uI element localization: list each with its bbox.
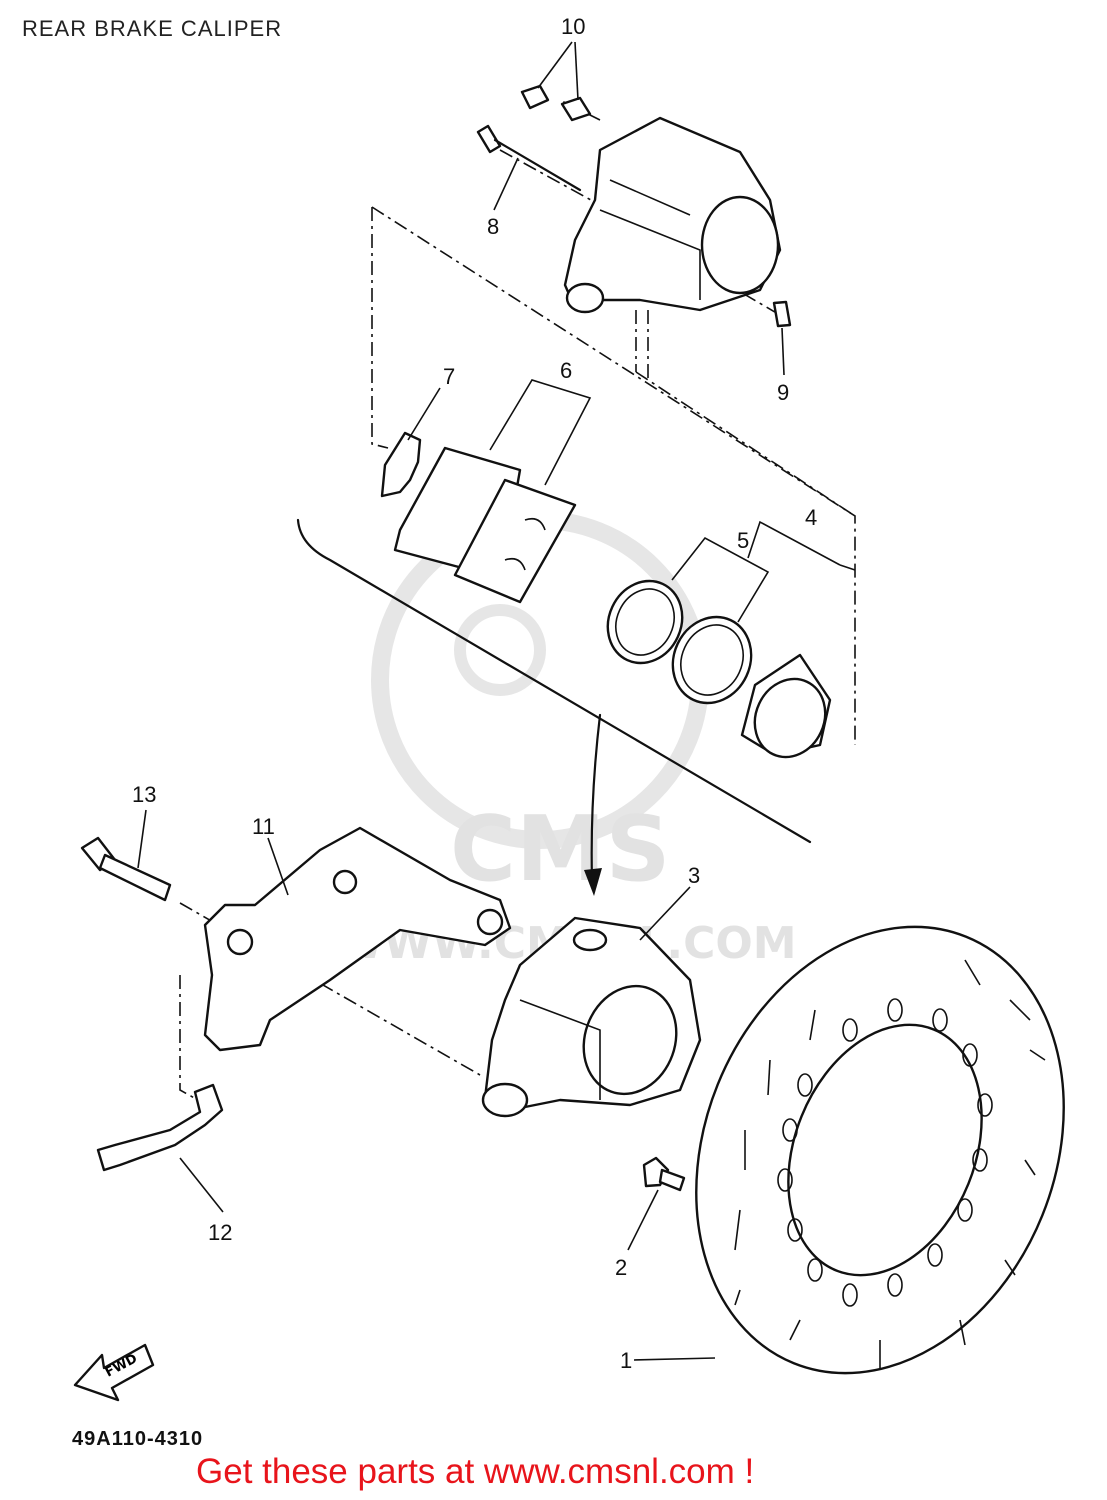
callout-10: 10 (561, 14, 585, 39)
leader-lines (137, 41, 856, 1361)
caliper-assembly-icon (481, 916, 702, 1118)
hose-clamp-icon (96, 1083, 224, 1172)
callout-3: 3 (688, 863, 700, 888)
callout-2: 2 (615, 1255, 627, 1280)
callout-labels: 1 2 3 4 5 6 7 8 9 10 11 12 13 (132, 14, 817, 1373)
callout-7: 7 (443, 364, 455, 389)
callout-12: 12 (208, 1220, 232, 1245)
assembly-arrow-icon (584, 713, 602, 896)
piston-icon (740, 653, 832, 759)
diagram-code: 49A110-4310 (72, 1428, 204, 1450)
callout-6: 6 (560, 358, 572, 383)
bleed-screw-caps-icon (520, 84, 592, 122)
brake-pads-icon (393, 446, 577, 604)
disc-bolt-icon (642, 1156, 686, 1192)
forward-arrow-icon: FWD (73, 1343, 155, 1402)
bracket-bolt-icon (80, 836, 172, 902)
callout-4: 4 (805, 505, 817, 530)
callout-13: 13 (132, 782, 156, 807)
callout-11: 11 (252, 814, 275, 839)
callout-9: 9 (777, 380, 789, 405)
pad-shim-icon (380, 431, 422, 498)
upper-caliper-body (563, 116, 782, 314)
page-title: REAR BRAKE CALIPER (22, 16, 283, 41)
callout-5: 5 (737, 528, 749, 553)
promo-link[interactable]: Get these parts at www.cmsnl.com ! (196, 1452, 755, 1491)
piston-seals-icon (606, 579, 753, 705)
callout-1: 1 (620, 1348, 632, 1373)
caliper-bracket-icon (203, 826, 512, 1052)
retaining-clip-icon (772, 300, 792, 328)
watermark-eye-icon (454, 604, 546, 696)
brake-disc-icon (695, 925, 1065, 1375)
caliper-pin-bolt-icon (476, 124, 582, 192)
callout-8: 8 (487, 214, 499, 239)
watermark-brand: CMS (450, 797, 670, 902)
